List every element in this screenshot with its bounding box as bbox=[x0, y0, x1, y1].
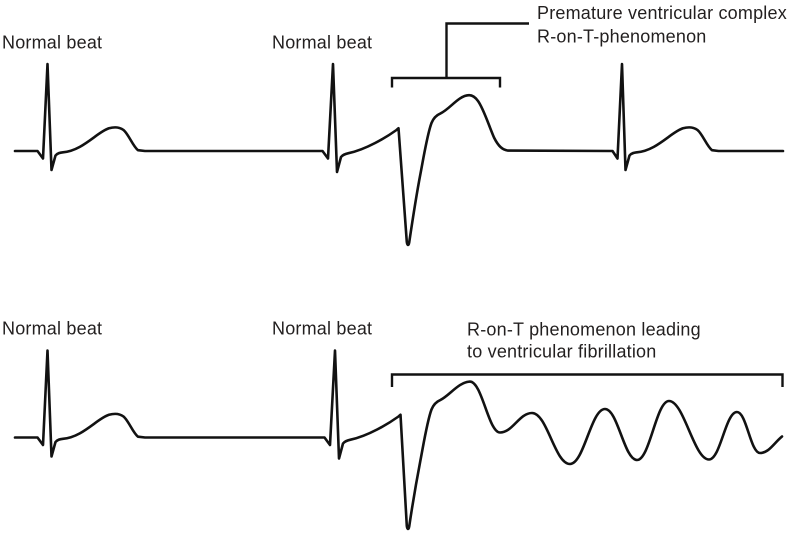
bottom-ecg-trace bbox=[13, 349, 784, 531]
bottom-annotation-line-2: to ventricular fibrillation bbox=[467, 342, 656, 362]
top-annotation-line-1: Premature ventricular complex bbox=[537, 3, 787, 23]
top-normal-beat-label-2: Normal beat bbox=[272, 33, 372, 53]
bottom-normal-beat-label-1: Normal beat bbox=[2, 319, 102, 339]
top-annotation-bracket bbox=[390, 22, 529, 88]
top-normal-beat-label-1: Normal beat bbox=[2, 33, 102, 53]
bottom-annotation-bracket bbox=[390, 373, 784, 387]
bottom-annotation-line-1: R-on-T phenomenon leading bbox=[467, 320, 701, 340]
bottom-normal-beat-label-2: Normal beat bbox=[272, 319, 372, 339]
top-annotation-line-2: R-on-T-phenomenon bbox=[537, 27, 707, 47]
top-ecg-trace bbox=[13, 62, 785, 247]
